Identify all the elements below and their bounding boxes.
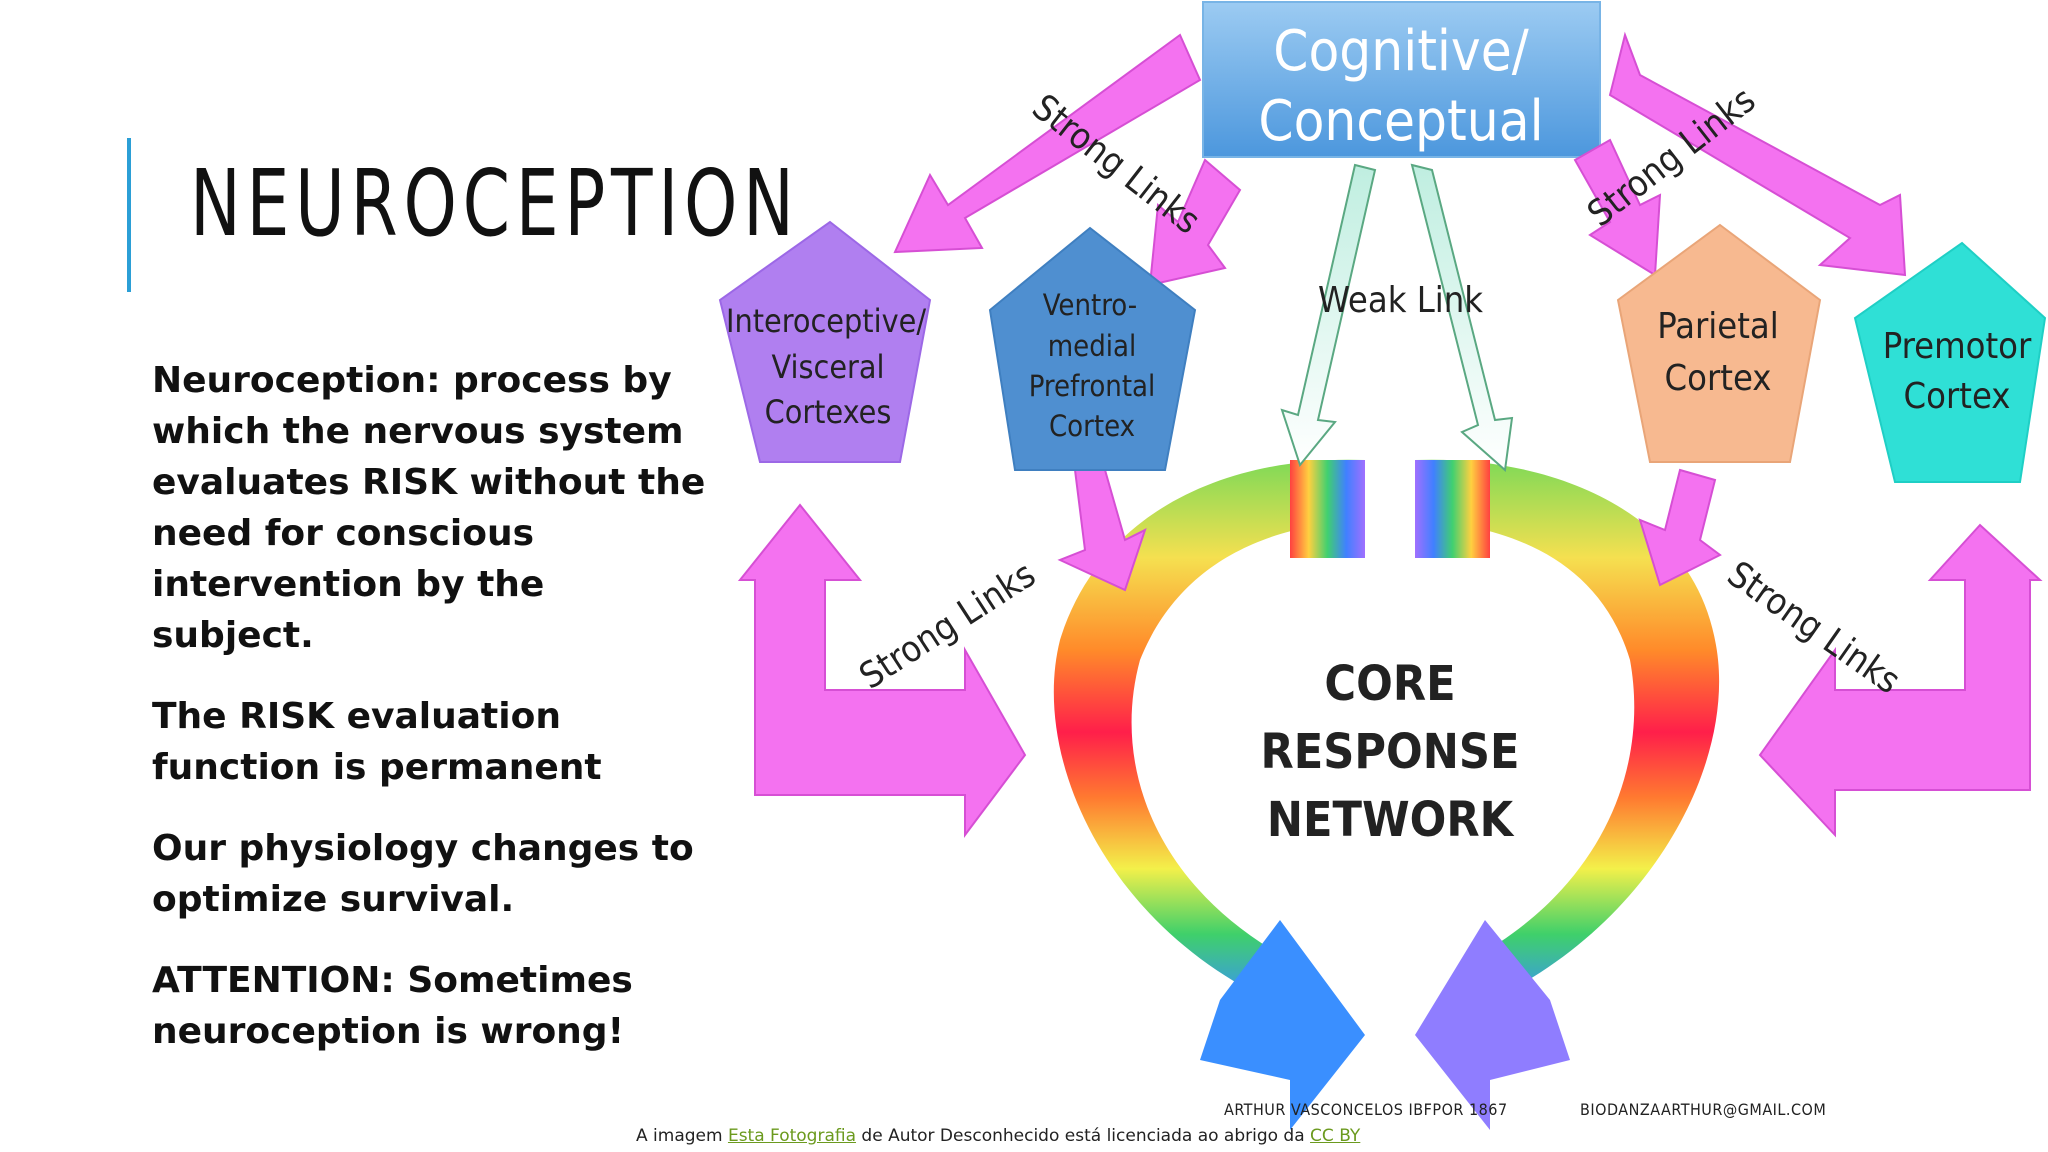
body-text: Neuroception: process by which the nervo…: [152, 355, 712, 1087]
ventromedial-pentagon: [988, 226, 1197, 471]
footer-email: BIODANZAARTHUR@GMAIL.COM: [1580, 1100, 1827, 1119]
ventromedial-label-1: Ventro-: [1043, 288, 1137, 322]
strong-link-arrows: [737, 31, 2043, 838]
attribution-prefix: A imagem: [636, 1126, 728, 1146]
photo-link[interactable]: Esta Fotografia: [727, 1126, 857, 1146]
ventromedial-label-3: Prefrontal: [1029, 369, 1156, 403]
paragraph-definition: Neuroception: process by which the nervo…: [152, 360, 706, 656]
image-attribution: A imagem Esta Fotografia de Autor Descon…: [636, 1126, 1360, 1146]
arrow-premotor-ring: [1758, 523, 2043, 838]
premotor-label-2: Cortex: [1904, 376, 2011, 417]
parietal-pentagon: [1616, 223, 1822, 463]
core-label-1: CORE: [1324, 656, 1455, 712]
ring-top-left-end: [1290, 460, 1365, 558]
interoceptive-label-1: Interoceptive/: [726, 302, 926, 340]
arrow-box-to-premotor: [1608, 31, 1907, 277]
ventromedial-label-4: Cortex: [1049, 409, 1135, 443]
paragraph-attention: ATTENTION: Sometimes neuroception is wro…: [152, 960, 633, 1052]
ring-top-right-end: [1415, 460, 1490, 558]
premotor-label-1: Premotor: [1883, 326, 2032, 367]
weak-link-arrows: [1280, 163, 1514, 472]
license-link[interactable]: CC BY: [1310, 1126, 1361, 1146]
arrow-box-to-parietal: [1573, 138, 1662, 277]
rainbow-ring: [1053, 459, 1720, 1130]
interoceptive-label-3: Cortexes: [765, 393, 892, 431]
core-label-2: RESPONSE: [1261, 724, 1520, 780]
ring-left-arrowhead: [1200, 920, 1365, 1130]
premotor-pentagon: [1853, 241, 2047, 483]
cognitive-conceptual-box: [1202, 1, 1601, 158]
interoceptive-label-2: Visceral: [772, 348, 885, 386]
arrow-box-to-ventromedial: [1148, 158, 1242, 287]
ring-right-half: [1415, 459, 1720, 1005]
attribution-middle: de Autor Desconhecido está licenciada ao…: [856, 1126, 1311, 1146]
cognitive-label: Cognitive/: [1273, 19, 1528, 84]
parietal-label-1: Parietal: [1657, 306, 1779, 347]
strong-links-label-left: Strong Links: [853, 554, 1043, 697]
arrow-ventromedial-to-ring: [1057, 469, 1147, 592]
interoceptive-pentagon: [718, 220, 932, 463]
arrow-parietal-to-ring: [1638, 468, 1722, 587]
arrow-interoceptive-ring: [737, 503, 1027, 838]
neuroception-diagram: Cognitive/ Conceptual Interoceptive/ Vis…: [718, 1, 2047, 1130]
title-accent-bar: [127, 138, 131, 292]
arrow-box-to-interoceptive: [893, 33, 1202, 254]
weak-arrow-left: [1280, 163, 1377, 468]
paragraph-permanent: The RISK evaluation function is permanen…: [152, 696, 602, 788]
weak-arrow-right: [1410, 163, 1514, 472]
weak-link-label: Weak Link: [1318, 280, 1483, 321]
paragraph-physiology: Our physiology changes to optimize survi…: [152, 828, 694, 920]
ring-right-arrowhead: [1415, 920, 1570, 1130]
slide-title: NEUROCEPTION: [190, 150, 800, 257]
ring-left-half: [1053, 459, 1365, 1005]
conceptual-label: Conceptual: [1258, 89, 1543, 154]
core-label-3: NETWORK: [1267, 792, 1515, 848]
footer-author: ARTHUR VASCONCELOS IBFPOR 1867: [1224, 1100, 1508, 1119]
parietal-label-2: Cortex: [1665, 358, 1772, 399]
ventromedial-label-2: medial: [1048, 329, 1137, 363]
